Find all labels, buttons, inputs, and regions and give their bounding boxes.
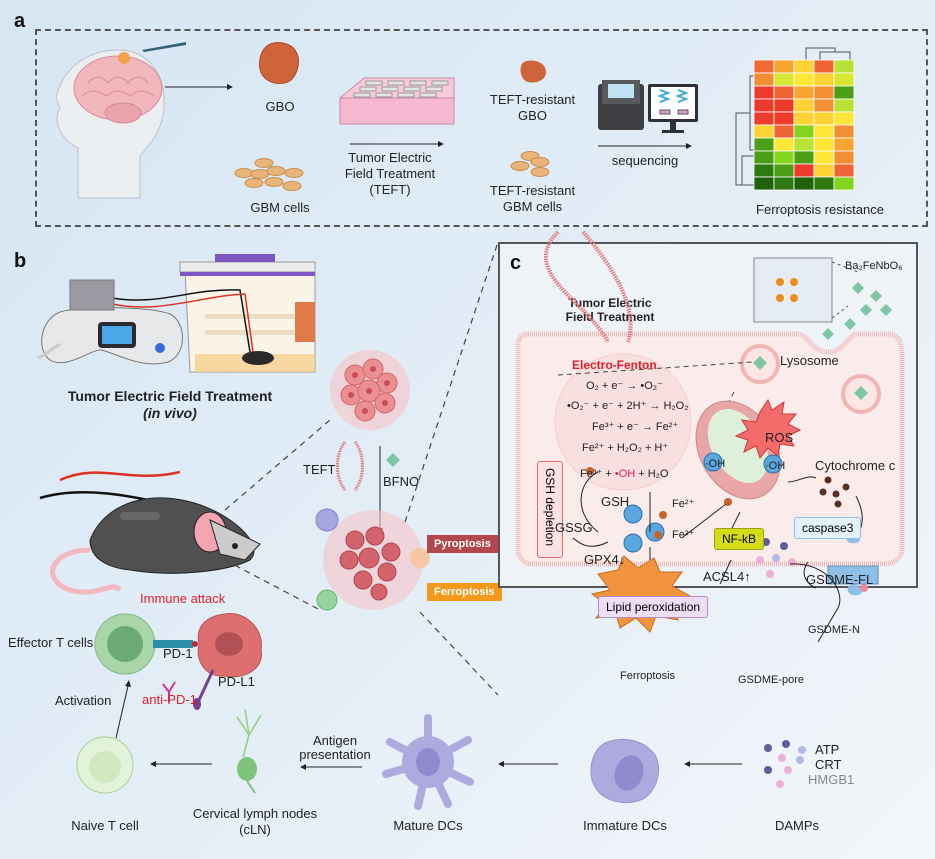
cell-diagram [515,230,905,643]
electric-field-icon [336,441,364,491]
lipid-peroxidation-box: Lipid peroxidation [598,596,709,618]
arrow-to-cln [300,764,362,770]
acsl4-label: ACSL4↑ [703,569,751,584]
panel-c-label: c [510,252,522,274]
gbm-cells-label: GBM cells [250,200,310,215]
sequencer-icon [598,80,698,133]
immune-synapse-illustration [94,613,262,710]
equation-2: •O₂⁻ + e⁻ + 2H⁺ → H₂O₂ [567,400,689,412]
gsh-depletion-label: GSH depletion [543,467,557,547]
tumor-cluster-icon [330,350,410,430]
atp-label: ATP [815,742,840,757]
activation-label: Activation [55,693,112,708]
gbo-organoid-icon [259,42,299,84]
resistant-gbo-label1: TEFT-resistant [489,92,576,107]
mouse-illustration [39,470,261,595]
teft-device-illustration [37,254,316,373]
human-head-illustration [55,49,165,199]
cln-label-1: Cervical lymph nodes [192,806,318,821]
oh-bubble-2: ·OH [765,460,786,472]
heatmap-cell [833,176,855,191]
antigen-label-1: Antigen [312,733,358,748]
resistant-gbo-icon [520,60,546,83]
pd1-label: PD-1 [163,646,193,661]
nfkb-box: NF-kB [714,528,764,550]
ferroptosis-tag: Ferroptosis [427,583,502,601]
arrow-activation [115,680,131,739]
arrow-sequencing [598,143,692,149]
damps-label: DAMPs [774,818,820,833]
arrow-teft [350,141,444,147]
teft-label-line3: (TEFT) [369,182,411,197]
heatmap [735,47,855,191]
equation-3: Fe³⁺ + e⁻ → Fe²⁺ [592,421,679,433]
arrow-to-mature [498,761,558,767]
anti-pd1-label: anti-PD-1 [142,692,197,707]
culture-plate-icon [338,77,455,125]
antigen-label-2: presentation [299,747,371,762]
teft-c-label-1: Tumor Electric [568,296,652,310]
panel-b-label: b [14,250,27,272]
gsdme-fl-label: GSDME-FL [806,572,874,587]
gsdme-pore-label: GSDME-pore [738,674,805,686]
crt-label: CRT [815,757,842,772]
bfno-label: BFNO [383,474,420,489]
sequencing-label: sequencing [611,153,679,168]
naive-t-cell-label: Naive T cell [71,818,139,833]
cytochrome-c-label: Cytochrome c [815,458,896,473]
arrow-to-gbo [165,84,233,90]
resistant-cells-label1: TEFT-resistant [489,183,576,198]
gssg-label: GSSG [555,520,593,535]
gsh-label: GSH [601,494,630,509]
panel-a-frame [35,29,928,227]
arrow-to-immature [684,761,742,767]
pdl1-label: PD-L1 [218,674,255,689]
gsdme-n-label: GSDME-N [808,624,860,636]
immune-attack-label: Immune attack [140,591,226,606]
teft-b-label: TEFT [303,462,336,477]
resistant-gbo-label2: GBO [518,108,547,123]
panel-b-title: Tumor Electric Field Treatment [67,388,273,404]
equation-4: Fe²⁺ + H₂O₂ + H⁺ [582,442,669,454]
oh-bubble-1: ·OH [705,458,726,470]
material-label: Ba₂FeNbO₆ [845,260,903,272]
arrow-to-naive [150,761,212,767]
ferroptosis-burst-label: Ferroptosis [620,670,676,682]
bfno-crystal-icon [386,453,400,467]
effector-t-cells-label: Effector T cells [8,635,94,650]
teft-label-line2: Field Treatment [344,166,436,181]
gbo-label: GBO [265,99,295,114]
ros-label: ROS [765,430,794,445]
heatmap-label: Ferroptosis resistance [756,202,884,217]
resistant-gbm-cells-icon [510,151,550,177]
caspase3-box: caspase3 [794,517,862,539]
electro-fenton-label: Electro-Fenton [572,358,657,372]
naive-t-cell-icon [76,736,134,794]
hmgb1-label: HMGB1 [808,772,855,787]
damps-particles-icon [764,740,806,788]
resistant-cells-label2: GBM cells [502,199,563,214]
teft-label-line1: Tumor Electric [348,150,432,165]
immature-dc-icon [590,739,659,803]
panel-b-subtitle: (in vivo) [143,405,197,421]
mature-dc-icon [382,714,474,810]
fe2-label-2: Fe²⁺ [672,529,695,541]
pyroptosis-tag: Pyroptosis [427,535,498,553]
immature-dcs-label: Immature DCs [583,818,667,833]
dying-tumor-illustration [315,508,430,611]
cln-label-2: (cLN) [239,822,271,837]
fe2-label-1: Fe²⁺ [672,498,695,510]
scalpel-icon [142,42,186,52]
gpx4-label: GPX4↓ [584,552,626,567]
equation-1: O₂ + e⁻ → •O₂⁻ [586,380,663,392]
lysosome-label: Lysosome [780,353,839,368]
gsh-depletion-box: GSH depletion [537,461,563,558]
gbm-cells-icon [234,158,304,191]
panel-a-label: a [14,10,26,32]
mature-dcs-label: Mature DCs [393,818,463,833]
lymph-node-icon [236,708,262,794]
equation-5: Fe³⁺ + •OH + H₂O [580,468,669,480]
